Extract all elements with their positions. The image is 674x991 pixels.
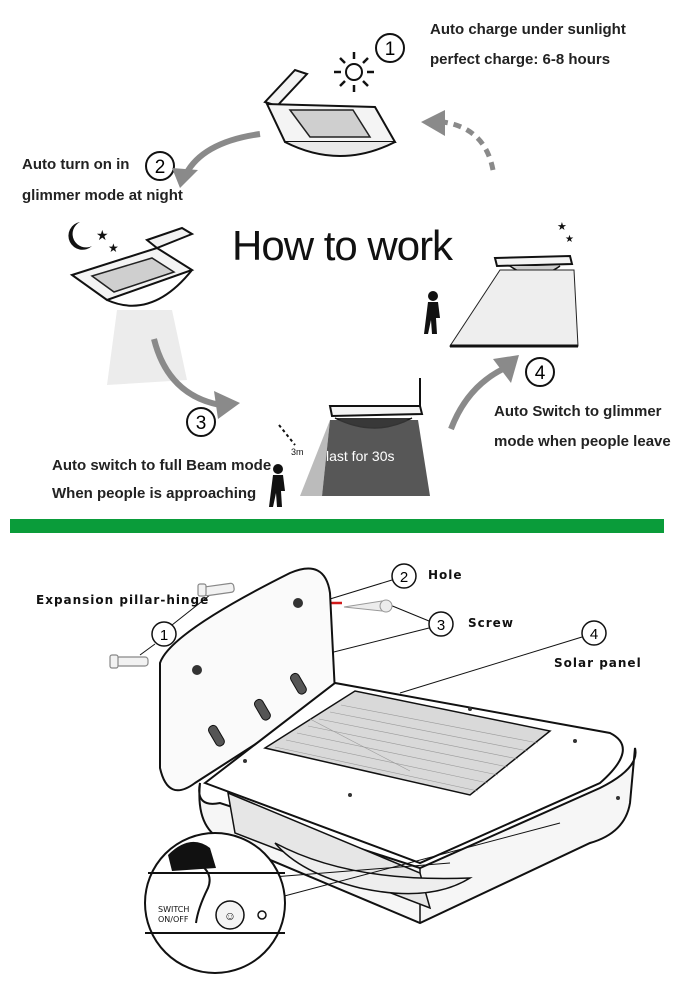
- svg-text:★: ★: [96, 227, 109, 243]
- step3-caption-line2: When people is approaching: [52, 485, 257, 502]
- switch-zoom-callout: ☺ SWITCH ON/OFF: [144, 832, 286, 974]
- switch-button-icon: [215, 900, 245, 930]
- how-to-work-panel: How to work Auto charge under sunlight p…: [22, 21, 671, 507]
- switch-label: SWITCH: [158, 905, 189, 914]
- callout-4-number: 4: [590, 626, 598, 643]
- label-solar-panel: Solar panel: [554, 656, 642, 670]
- step4-number: 4: [535, 363, 546, 384]
- expansion-pillar-lower: [109, 654, 149, 669]
- step2-caption-line1: Auto turn on in: [22, 156, 130, 173]
- step1-number-badge: 1: [375, 33, 405, 63]
- lamp-illustration-step1: [263, 68, 397, 157]
- side-slots: [208, 672, 307, 747]
- svg-text:★: ★: [557, 221, 567, 233]
- expansion-pillar-upper: [197, 582, 235, 597]
- moon-stars-icon: ★ ★: [68, 222, 119, 255]
- callout-1: 1: [139, 590, 216, 656]
- lamp-illustration-step3: [300, 378, 430, 496]
- svg-text:☺: ☺: [224, 909, 236, 923]
- svg-text:ON/OFF: ON/OFF: [158, 915, 189, 924]
- diagram-title: How to work: [232, 222, 453, 269]
- sun-icon: [334, 52, 374, 92]
- screw-upper: [343, 599, 393, 613]
- step3-caption-line1: Auto switch to full Beam mode: [52, 457, 272, 474]
- step2-caption-line2: glimmer mode at night: [22, 187, 183, 204]
- step2-number-badge: 2: [145, 151, 175, 181]
- step4-caption-line1: Auto Switch to glimmer: [494, 403, 662, 420]
- step4-caption-line2: mode when people leave: [494, 433, 671, 450]
- hole-upper: [293, 598, 303, 608]
- callout-3-number: 3: [437, 617, 445, 634]
- step3-duration-label: last for 30s: [326, 448, 395, 464]
- installation-diagram: 1 2 3 4: [109, 563, 637, 974]
- callout-2: 2: [329, 563, 417, 600]
- lamp-illustration-step2: [69, 226, 195, 385]
- surface-dots: [243, 707, 620, 800]
- callout-4: 4: [399, 620, 607, 694]
- step3-number: 3: [196, 413, 207, 434]
- step1-number: 1: [385, 39, 396, 60]
- person-icon-step4: [424, 291, 440, 334]
- step2-number: 2: [155, 157, 166, 178]
- solar-panel-grid: [263, 690, 552, 796]
- arrow-step3-to-step4: [448, 355, 519, 431]
- section-divider: [10, 519, 664, 533]
- step1-caption-line1: Auto charge under sunlight: [430, 21, 626, 38]
- callout-2-number: 2: [400, 569, 408, 586]
- callout-1-number: 1: [160, 627, 168, 644]
- arrow-step2-to-step3: [151, 338, 240, 419]
- step4-number-badge: 4: [525, 357, 555, 387]
- step1-caption-line2: perfect charge: 6-8 hours: [430, 51, 611, 68]
- lamp-illustration-step4: [449, 254, 579, 348]
- moon-stars-icon-step4: ★ ★: [557, 216, 602, 245]
- motion-sensor-range: 3m: [278, 424, 304, 457]
- arrow-step4-to-step1: [421, 110, 496, 171]
- installation-panel: Expansion pillar-hinge Hole Screw Solar …: [0, 533, 674, 991]
- step3-distance: 3m: [291, 447, 304, 457]
- svg-text:★: ★: [565, 234, 574, 245]
- label-hole: Hole: [428, 568, 463, 582]
- arrow-step1-to-step2: [172, 131, 261, 188]
- hole-lower: [192, 665, 202, 675]
- label-expansion-pillar-hinge: Expansion pillar-hinge: [36, 593, 210, 607]
- label-screw: Screw: [468, 616, 514, 630]
- svg-text:★: ★: [108, 241, 119, 255]
- person-icon-step3: [269, 464, 285, 507]
- step3-number-badge: 3: [186, 407, 216, 437]
